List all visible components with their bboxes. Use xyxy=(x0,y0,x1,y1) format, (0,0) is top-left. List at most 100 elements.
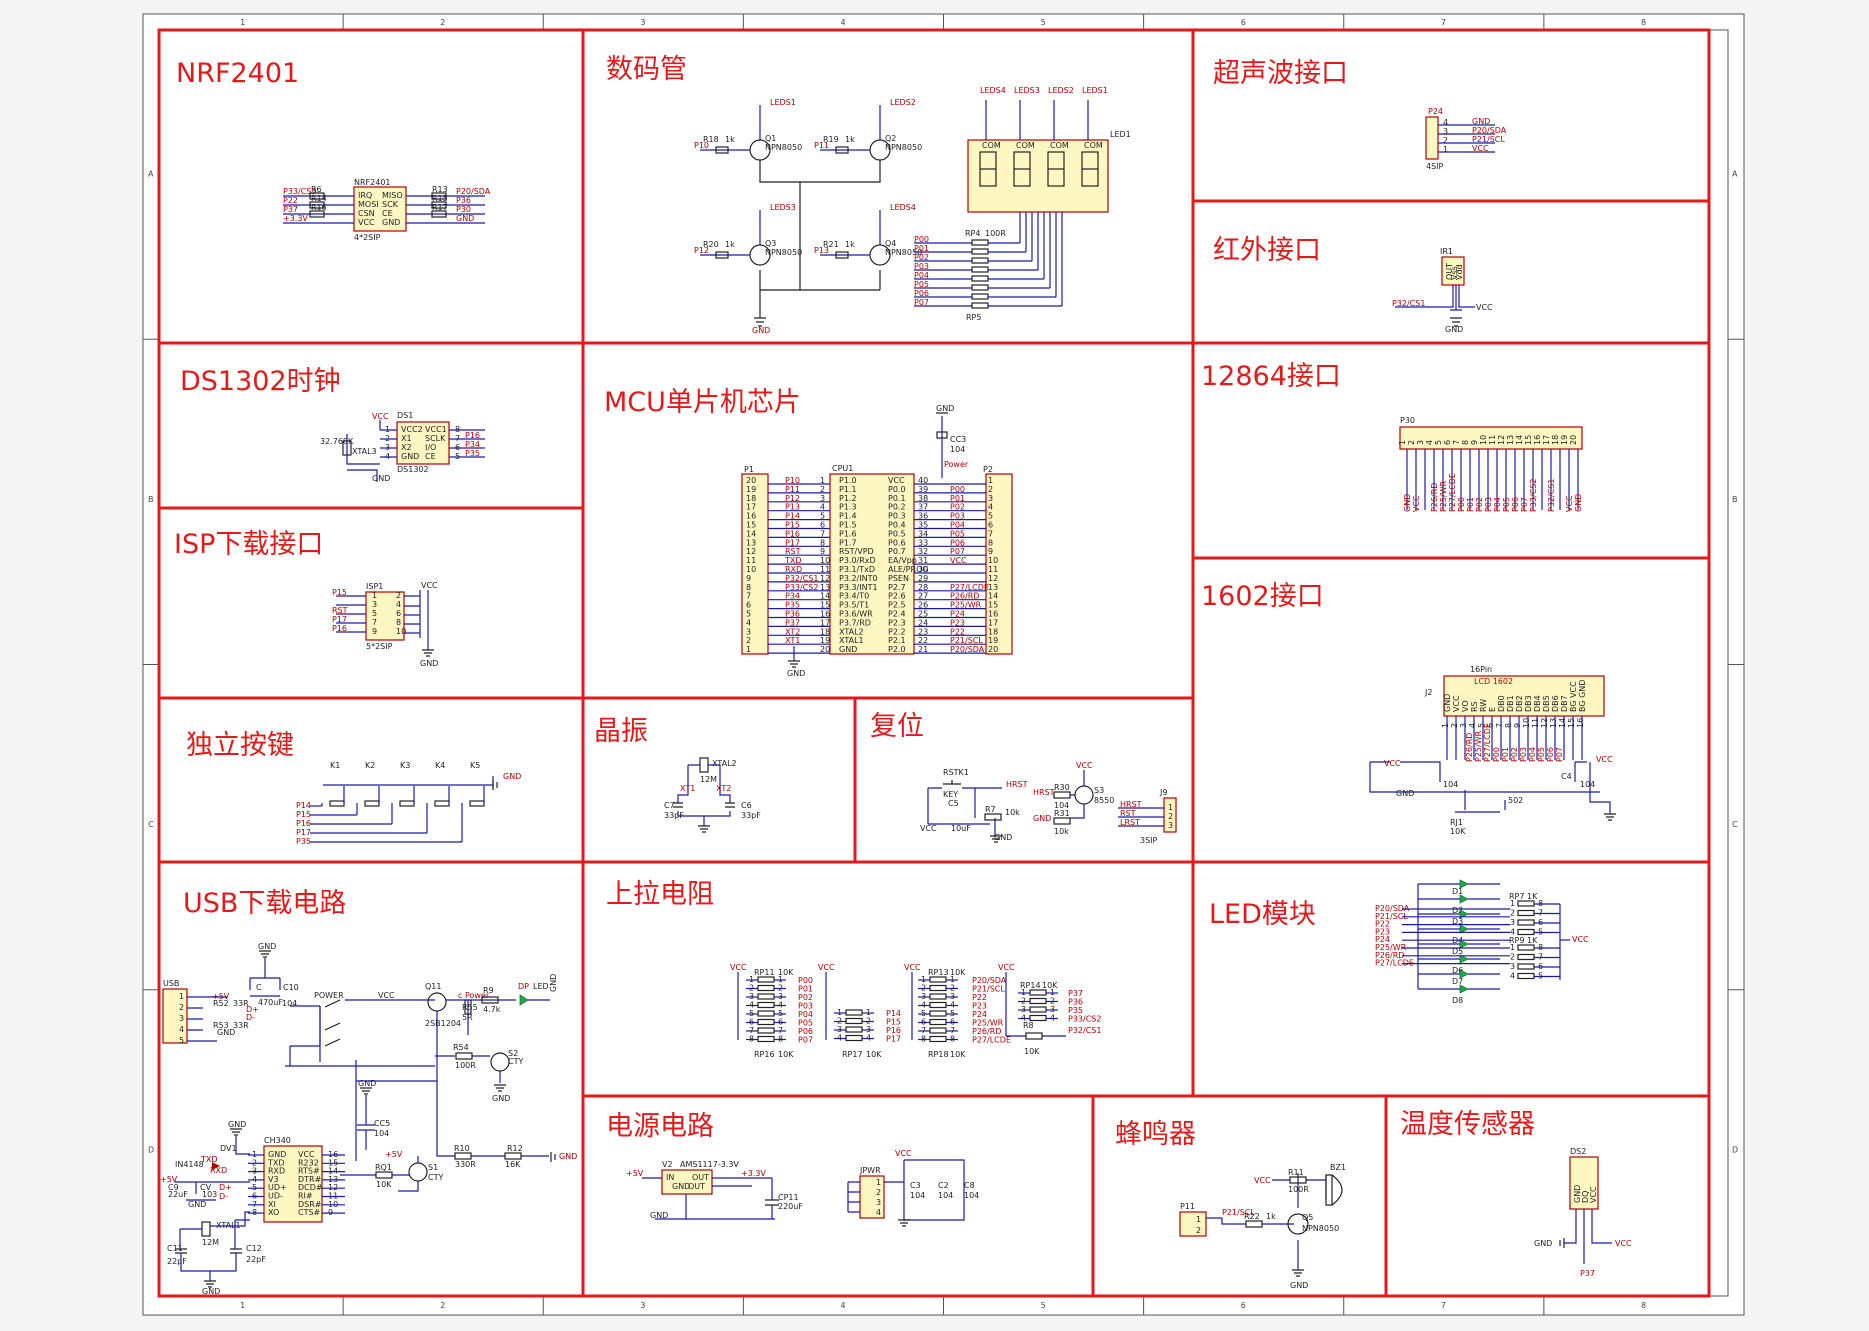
lcd1602-pin-name: RW xyxy=(1479,699,1488,712)
ds1302-right-pin: I/O xyxy=(425,443,436,452)
temp-pin: VCC xyxy=(1589,1186,1598,1203)
usb-r55: R55 xyxy=(462,1003,478,1012)
seg-resistor xyxy=(715,146,729,154)
mcu-pin-num: 12 xyxy=(820,574,830,583)
usb-c12-val: 22pF xyxy=(246,1255,266,1264)
seg-led-net: LEDS2 xyxy=(890,98,916,107)
mcu-p1-num: 18 xyxy=(746,494,756,503)
mcu-pin-num: 4 xyxy=(820,503,825,512)
lcd1602-pin-num: 5 xyxy=(1477,723,1486,728)
mcu-pin-num: 35 xyxy=(918,521,928,530)
pullup-rp11-net: P05 xyxy=(798,1019,813,1028)
seg-port-net: P04 xyxy=(914,271,929,280)
ultra-net: P20/SDA xyxy=(1472,126,1507,135)
lcd1602-vcc-2: VCC xyxy=(1596,755,1613,764)
lcd12864-net: P26/RD xyxy=(1430,483,1439,512)
key-ref: K1 xyxy=(330,761,340,770)
mcu-left-net: P17 xyxy=(785,538,800,547)
usb-r52-val: 33R xyxy=(233,999,249,1008)
pullup-rp11-net: P07 xyxy=(798,1036,813,1045)
seg-port-net: P05 xyxy=(914,280,929,289)
power-in: IN xyxy=(666,1173,674,1182)
ds1302-right-pin: CE xyxy=(425,452,436,461)
mcu-right-name: P0.6 xyxy=(888,538,906,547)
power-plus5: +5V xyxy=(626,1169,644,1178)
mcu-left-net: XT1 xyxy=(785,636,800,645)
seg-resistor xyxy=(835,251,849,259)
mcu-p1-num: 4 xyxy=(746,618,751,627)
ch340-left-pin: TXD xyxy=(267,1158,285,1167)
lcd1602-pin-num: 3 xyxy=(1459,723,1468,728)
temp-gnd: GND xyxy=(1534,1239,1552,1248)
pullup-rp14-pin: 4 xyxy=(1050,1014,1055,1023)
lcd12864-pin: 14 xyxy=(1515,435,1524,445)
lcd12864-pin: 8 xyxy=(1461,440,1470,445)
lcd1602-pin-name: VCC xyxy=(1452,695,1461,712)
nrf-left-pin: MOSI xyxy=(358,200,379,209)
usb-gnd-6: GND xyxy=(559,1152,577,1161)
pullup-rp13-pin: 6 xyxy=(950,1018,955,1027)
lcd1602-net: P26/RD xyxy=(1465,733,1474,762)
isp-pin: 9 xyxy=(372,627,377,636)
isp-net: P16 xyxy=(332,624,347,633)
pullup-rp13-pin: 4 xyxy=(921,1001,926,1010)
ruler-row-right: D xyxy=(1732,1145,1738,1154)
usb-r52: R52 xyxy=(213,999,229,1008)
usb-conn-pin: 3 xyxy=(179,1014,184,1023)
pullup-rp11-net: P06 xyxy=(798,1027,813,1036)
usb-r10-val: 330R xyxy=(455,1160,476,1169)
pullup-rp11: RP11 xyxy=(754,968,775,977)
ruler-col-bottom: 4 xyxy=(840,1301,845,1310)
ruler-col-top: 5 xyxy=(1041,18,1046,27)
seg-gnd: GND xyxy=(752,326,770,335)
title-ultrasonic: 超声波接口 xyxy=(1213,58,1348,89)
usb-rq1: RQ1 xyxy=(375,1163,392,1172)
buzzer-net: P21/SCL xyxy=(1222,1208,1255,1217)
lcd12864-pin: 18 xyxy=(1551,435,1560,445)
ch340-left-pin: UD+ xyxy=(268,1183,287,1192)
lcd1602-pin-name: DB7 xyxy=(1560,695,1569,712)
pullup-rp11-pin: 1 xyxy=(749,975,754,984)
lcd1602-cap: C4 xyxy=(1561,772,1572,781)
ir-net: P32/CS1 xyxy=(1392,299,1425,308)
usb-dp: D+ xyxy=(246,1005,259,1014)
ultra-pin: 3 xyxy=(1443,127,1448,136)
crystal-oscillator: XTAL2 12M XT1 XT2 C7 33pF C6 33pF xyxy=(664,757,761,833)
lcd12864-pin: 9 xyxy=(1470,440,1479,445)
lcd1602-pin-num: 9 xyxy=(1513,723,1522,728)
usb-c: C xyxy=(256,983,262,992)
mcu-pin-num: 38 xyxy=(918,494,928,503)
lcd1602-pin-num: 15 xyxy=(1567,718,1576,728)
buzzer-r11-val: 100R xyxy=(1288,1185,1309,1194)
mcu-left-net: P12 xyxy=(785,494,800,503)
mcu-pin-num: 25 xyxy=(918,610,928,619)
pullup-rp14-pin: 3 xyxy=(1050,1005,1055,1014)
nrf-left-pin: IRQ xyxy=(358,191,372,200)
lcd1602-rj-val: 10K xyxy=(1450,827,1466,836)
lcd1602-pin-num: 10 xyxy=(1522,718,1531,728)
isp-net: RST xyxy=(332,606,348,615)
title-display: 数码管 xyxy=(606,54,687,85)
pullup-rp17-pin: 2 xyxy=(866,1017,871,1026)
mcu-p1-num: 3 xyxy=(746,627,751,636)
lcd1602-net: P00 xyxy=(1492,747,1501,762)
usb-rxd: RXD xyxy=(210,1166,227,1175)
seg-q-type: NPN8050 xyxy=(765,143,802,152)
lcd1602-net: P05 xyxy=(1537,747,1546,762)
usb-cc5-val: 104 xyxy=(374,1129,389,1138)
seg-digit-net: LEDS3 xyxy=(1014,86,1040,95)
ch340-right-pin: VCC xyxy=(298,1150,315,1159)
lcd1602-pin-name: DB6 xyxy=(1551,695,1560,712)
mcu-pin-num: 29 xyxy=(918,574,928,583)
mcu-left-name: P1.2 xyxy=(839,494,857,503)
lcd1602-pin-name: DB0 xyxy=(1497,695,1506,712)
pullup-rp11-pin: 7 xyxy=(778,1026,783,1035)
led-rp-pin: 4 xyxy=(1510,972,1515,981)
pullup-rp13-net: P25/WR xyxy=(972,1019,1004,1028)
power-cp: CP11 xyxy=(778,1193,799,1202)
seg-q-type: NPN8050 xyxy=(885,143,922,152)
section-grid xyxy=(157,28,1711,1298)
